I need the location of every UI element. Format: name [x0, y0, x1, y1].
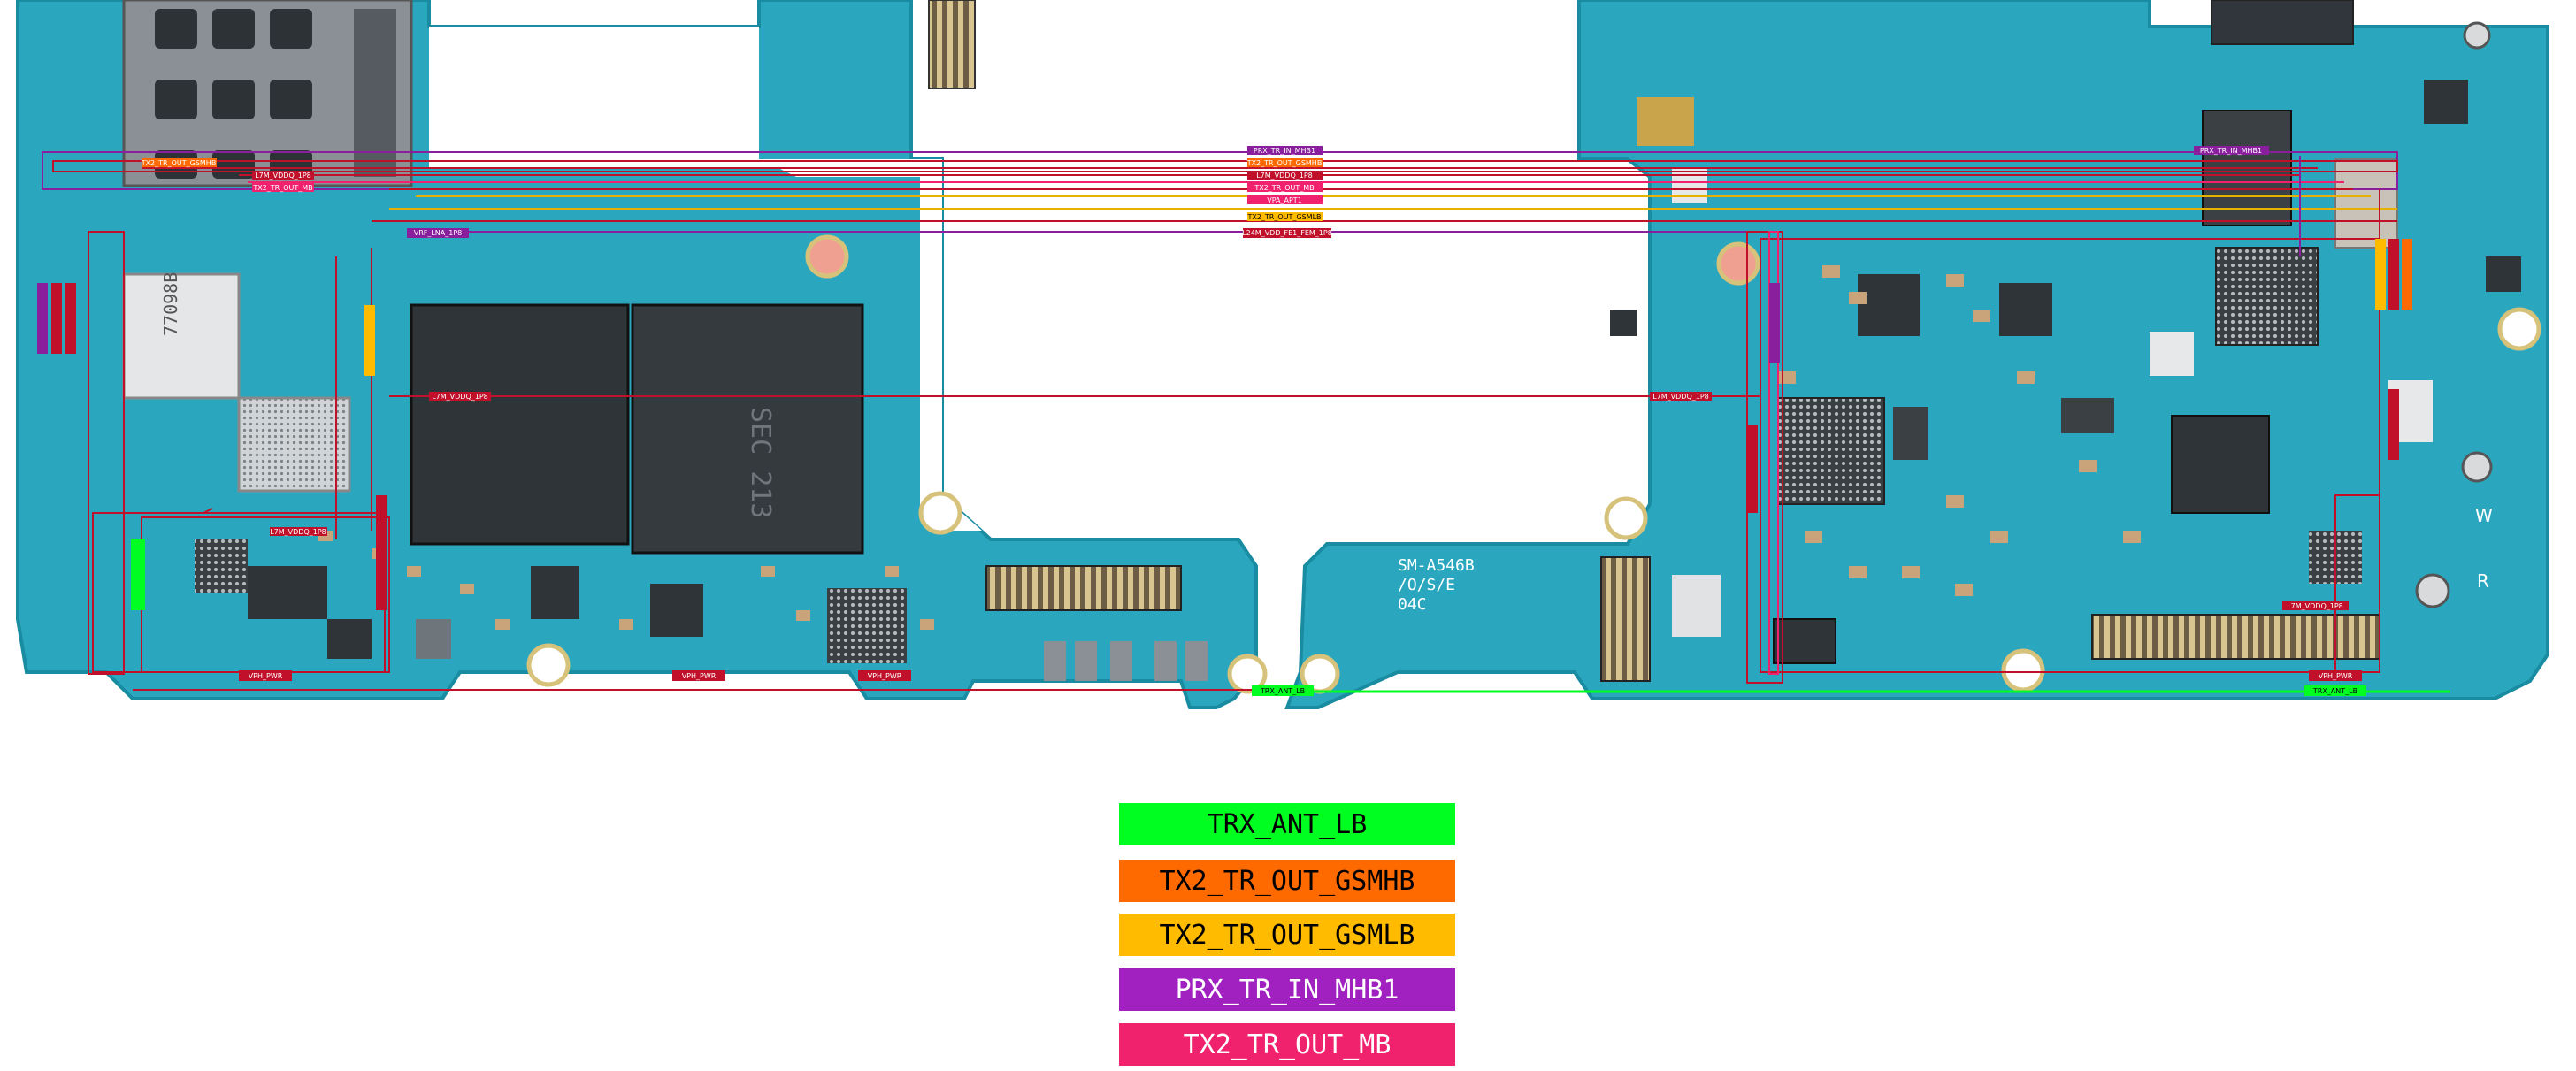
tag-l7m-bottom-right: L7M_VDDQ_1P8: [2287, 602, 2343, 610]
chip-mark-77098b: 77098B: [160, 272, 181, 336]
pcb-right-half: [1284, 0, 2549, 709]
tag-tx2-tr-out-mb: TX2_TR_OUT_MB: [1254, 184, 1314, 192]
small-connector: [1773, 618, 1836, 664]
smd-components: [248, 80, 2521, 681]
tag-prx-right: PRX_TR_IN_MHB1: [2200, 147, 2262, 155]
top-connector-right: [2211, 0, 2354, 45]
tag-l7m-bottom-left: L7M_VDDQ_1P8: [270, 528, 326, 536]
tag-vph-pwr-3: VPH_PWR: [868, 672, 902, 680]
legend-label: TX2_TR_OUT_GSMHB: [1159, 865, 1415, 897]
tag-l7m-top-left: L7M_VDDQ_1P8: [255, 172, 311, 180]
pcb-schematic: SEC 213 77098B W R SM-A546B /O/S/E 04C: [16, 0, 2549, 709]
tag-vrf-lna: VRF_LNA_1P8: [414, 229, 463, 237]
legend-item-trx-ant-lb: TRX_ANT_LB: [1119, 803, 1455, 845]
tag-trx-ant-lb-2: TRX_ANT_LB: [2312, 687, 2358, 695]
bga-chip-right-top: [2215, 247, 2319, 346]
bottom-connector-right: [2091, 614, 2380, 660]
legend-item-prx-tr-in-mhb1: PRX_TR_IN_MHB1: [1119, 968, 1455, 1011]
tag-l7m-right: L7M_VDDQ_1P8: [1652, 393, 1709, 401]
legend-item-tx2-tr-out-gsmlb: TX2_TR_OUT_GSMLB: [1119, 914, 1455, 956]
sim-tray: [122, 0, 413, 187]
bga-chip-right: [1777, 397, 1885, 505]
tag-trx-ant-lb-1: TRX_ANT_LB: [1260, 687, 1305, 695]
silk-r: R: [2477, 570, 2489, 592]
net-label-tags: PRX_TR_IN_MHB1 TX2_TR_OUT_GSMHB L7M_VDDQ…: [37, 146, 2412, 696]
chip-mark-sec213: SEC 213: [745, 407, 776, 518]
silk-w: W: [2475, 505, 2493, 526]
legend-item-tx2-tr-out-gsmhb: TX2_TR_OUT_GSMHB: [1119, 860, 1455, 902]
antenna-connector-r: [2415, 573, 2450, 608]
tag-tx2-tr-out-gsmlb: TX2_TR_OUT_GSMLB: [1246, 213, 1321, 221]
tag-vph-pwr-1: VPH_PWR: [249, 672, 283, 680]
tag-l24m: L24M_VDD_FE1_FEM_1P8: [1242, 229, 1332, 237]
bottom-connector-mid: [1600, 556, 1651, 682]
silk-variant: /O/S/E: [1398, 576, 1455, 594]
legend-item-tx2-tr-out-mb: TX2_TR_OUT_MB: [1119, 1023, 1455, 1066]
bottom-connector-left: [985, 565, 1182, 611]
tag-vph-pwr-2: VPH_PWR: [682, 672, 717, 680]
pmic-chip: [237, 396, 351, 493]
tag-l7m-vddq-1p8: L7M_VDDQ_1P8: [1256, 172, 1313, 180]
screw-top-right: [2463, 21, 2491, 50]
tag-vpa-apt1: VPA_APT1: [1267, 196, 1302, 204]
legend-label: PRX_TR_IN_MHB1: [1175, 974, 1399, 1006]
silk-rev: 04C: [1398, 595, 1427, 614]
antenna-connector-w: [2461, 451, 2493, 483]
tag-mb-left: TX2_TR_OUT_MB: [252, 184, 312, 192]
tag-l7m-left: L7M_VDDQ_1P8: [432, 393, 488, 401]
top-connector-left: [928, 0, 976, 89]
tag-prx-tr-in-mhb1: PRX_TR_IN_MHB1: [1254, 147, 1315, 155]
silk-model: SM-A546B: [1398, 556, 1475, 575]
tag-gsmhb-left: TX2_TR_OUT_GSMHB: [141, 159, 217, 167]
chip-right-square: [2171, 415, 2270, 514]
legend-label: TX2_TR_OUT_GSMLB: [1159, 919, 1415, 951]
bga-chip-left: [827, 588, 907, 663]
legend-label: TX2_TR_OUT_MB: [1183, 1029, 1392, 1060]
rf-transceiver-chip: [122, 272, 241, 400]
passive-components: [318, 265, 2141, 630]
bga-chip-small: [195, 539, 248, 593]
memory-chip-right: [631, 303, 864, 555]
legend-label: TRX_ANT_LB: [1207, 808, 1368, 840]
memory-chip-left: [410, 303, 630, 546]
tag-tx2-tr-out-gsmhb: TX2_TR_OUT_GSMHB: [1246, 159, 1322, 167]
tag-vph-pwr-4: VPH_PWR: [2319, 672, 2353, 680]
shield-chip: [2334, 158, 2398, 249]
